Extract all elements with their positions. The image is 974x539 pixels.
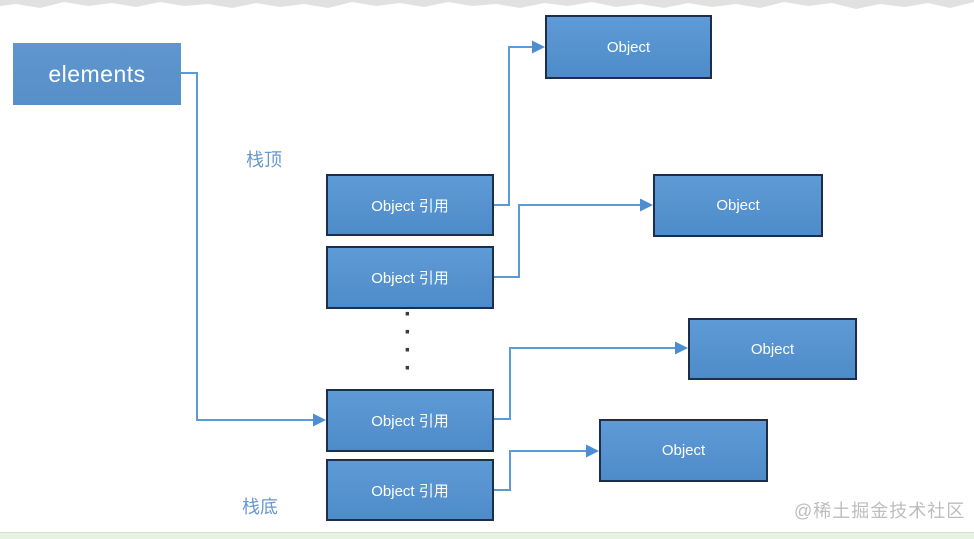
ellipsis-dot: · — [404, 319, 412, 346]
footer-strip — [0, 532, 974, 539]
arrow-stack-cell-0-to-object-0 — [494, 40, 545, 206]
arrowhead-icon — [313, 413, 326, 427]
elements-node: elements — [13, 43, 181, 105]
heap-object-node-1: Object — [653, 174, 823, 237]
arrowhead-icon — [532, 40, 545, 54]
object-label: Object — [716, 197, 760, 214]
stack-cell-object-ref-2: Object 引用 — [326, 389, 494, 452]
arrow-stack-cell-2-to-object-2 — [494, 341, 688, 420]
elements-label: elements — [48, 60, 146, 87]
object-label: Object — [606, 38, 651, 56]
arrow-elements-to-stack-cell-3 — [181, 72, 326, 427]
stack-cell-object-ref-0: Object 引用 — [326, 174, 494, 236]
arrow-stack-cell-3-to-object-3 — [494, 444, 599, 491]
torn-paper-edge — [0, 0, 974, 9]
object-label: Object — [750, 340, 795, 358]
arrowhead-icon — [640, 198, 653, 212]
heap-object-node-2: Object — [688, 318, 857, 380]
arrowhead-icon — [675, 341, 688, 355]
stack-cell-label: Object 引用 — [371, 197, 449, 215]
object-label: Object — [661, 442, 706, 459]
stack-cell-label: Object 引用 — [371, 482, 449, 500]
heap-object-node-3: Object — [599, 419, 768, 482]
stack-top-label: 栈顶 — [246, 150, 282, 170]
stack-cell-object-ref-3: Object 引用 — [326, 459, 494, 521]
stack-cell-label: Object 引用 — [371, 413, 449, 430]
stack-cell-label: Object 引用 — [371, 270, 449, 287]
ellipsis-dot: · — [404, 301, 412, 328]
heap-object-node-0: Object — [545, 15, 712, 79]
arrow-stack-cell-1-to-object-1 — [494, 198, 653, 278]
stack-ellipsis: · · · · — [404, 301, 412, 382]
stack-cell-object-ref-1: Object 引用 — [326, 246, 494, 309]
stack-bottom-label: 栈底 — [242, 497, 278, 517]
watermark-text: @稀土掘金技术社区 — [794, 501, 966, 521]
ellipsis-dot: · — [404, 337, 412, 364]
arrowhead-icon — [586, 444, 599, 458]
ellipsis-dot: · — [404, 355, 412, 382]
